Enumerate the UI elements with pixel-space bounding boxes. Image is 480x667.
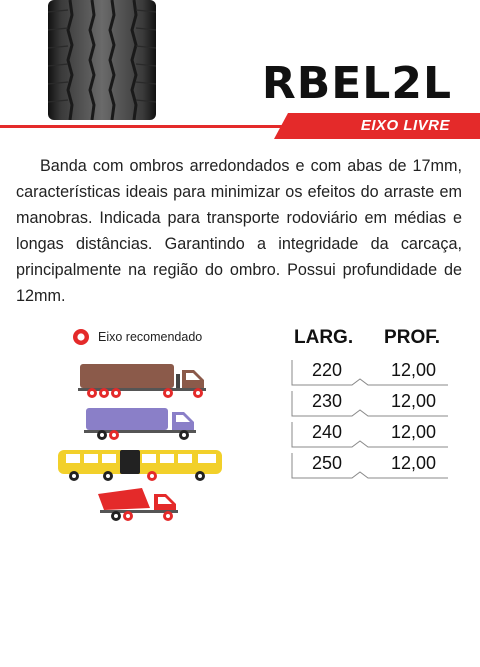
cell-prof: 12,00 bbox=[390, 453, 436, 473]
banner-stripe bbox=[0, 113, 480, 139]
cell-prof: 12,00 bbox=[390, 422, 436, 442]
spec-row: 250 12,00 bbox=[290, 448, 450, 479]
spec-row: 220 12,00 bbox=[290, 355, 450, 386]
row-bracket bbox=[291, 391, 448, 417]
axle-banner: EIXO LIVRE bbox=[0, 113, 480, 139]
row-bracket bbox=[291, 453, 448, 479]
product-description: Banda com ombros arredondados e com abas… bbox=[16, 157, 462, 305]
header-larg: LARG. bbox=[294, 327, 354, 348]
box-truck-icon bbox=[84, 408, 196, 440]
recommended-vehicles bbox=[58, 364, 222, 521]
row-bracket bbox=[291, 422, 448, 448]
tire-tread-image bbox=[48, 0, 156, 120]
truck-trailer-icon bbox=[78, 364, 206, 398]
spec-row: 230 12,00 bbox=[290, 386, 450, 417]
cell-larg: 240 bbox=[312, 422, 343, 442]
axle-type-label: EIXO LIVRE bbox=[360, 117, 450, 134]
row-bracket bbox=[291, 360, 448, 386]
spec-row: 240 12,00 bbox=[290, 417, 450, 448]
cell-prof: 12,00 bbox=[390, 360, 436, 380]
cell-prof: 12,00 bbox=[390, 391, 436, 411]
cell-larg: 220 bbox=[312, 360, 343, 380]
bus-icon bbox=[58, 450, 222, 481]
spec-rows: 220 12,00 230 12,00 240 12,00 250 12,00 bbox=[290, 355, 450, 479]
red-ring-dot-icon bbox=[73, 329, 89, 345]
legend-label: Eixo recomendado bbox=[98, 330, 203, 344]
spec-table-header: LARG. PROF. bbox=[290, 327, 450, 349]
spec-table: LARG. PROF. 220 12,00 230 12,00 240 12,0… bbox=[290, 327, 450, 479]
legend: Eixo recomendado bbox=[72, 326, 202, 348]
dump-truck-icon bbox=[98, 488, 178, 521]
cell-larg: 230 bbox=[312, 391, 343, 411]
header-prof: PROF. bbox=[384, 327, 440, 348]
cell-larg: 250 bbox=[312, 453, 343, 473]
product-code: RBEL2L bbox=[261, 58, 452, 109]
